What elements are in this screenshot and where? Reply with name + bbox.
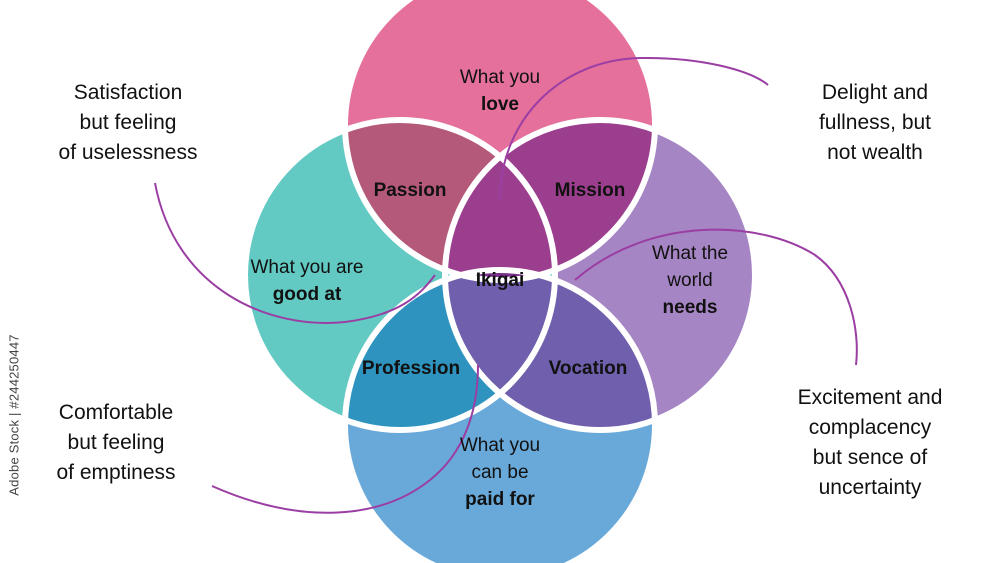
zone-label-mission: Mission (554, 180, 626, 201)
note-delight-line-3: not wealth (827, 141, 923, 164)
note-comfortable-line-1: Comfortable (58, 401, 174, 424)
label-what-the-world-needs: What the world needs (630, 240, 750, 321)
connector-profession-curve (211, 364, 479, 514)
zone-label-ikigai: Ikigai (475, 270, 525, 291)
note-satisfaction-line-2: but feeling (79, 111, 177, 134)
label-what-you-can-be-paid-for: What you can be paid for (430, 432, 570, 513)
note-excitement-line-2: complacency (808, 416, 932, 439)
connector-vocation-curve (574, 228, 858, 366)
paid-line-2: can be (471, 462, 529, 483)
zone-label-profession: Profession (361, 358, 461, 379)
connector-mission-curve (499, 56, 769, 201)
circle-outlines (242, 0, 758, 563)
note-excitement-line-4: uncertainty (818, 476, 922, 499)
needs-line-3: needs (662, 297, 718, 318)
note-comfortable-line-3: of emptiness (56, 461, 176, 484)
stock-credit-text: Adobe Stock | #244250447 (6, 334, 22, 496)
note-comfortable-line-2: but feeling (67, 431, 165, 454)
stock-credit: Adobe Stock | #244250447 (4, 270, 24, 560)
note-comfortable: Comfortable but feeling of emptiness (36, 398, 196, 488)
note-excitement-line-1: Excitement and (797, 386, 943, 409)
zone-label-vocation: Vocation (548, 358, 628, 379)
paid-line-1: What you (459, 435, 541, 456)
connector-passion-curve (154, 182, 436, 324)
note-satisfaction-line-1: Satisfaction (73, 81, 183, 104)
note-excitement: Excitement and complacency but sence of … (782, 383, 958, 503)
good-at-line-2: good at (272, 284, 342, 305)
needs-line-2: world (667, 270, 713, 291)
love-line-1: What you (459, 67, 541, 88)
zone-label-passion: Passion (373, 180, 447, 201)
label-what-you-are-good-at: What you are good at (232, 254, 382, 308)
label-what-you-love: What you love (420, 64, 580, 118)
note-satisfaction: Satisfaction but feeling of uselessness (48, 78, 208, 168)
note-delight-line-1: Delight and (821, 81, 929, 104)
note-delight: Delight and fullness, but not wealth (795, 78, 955, 168)
note-excitement-line-3: but sence of (812, 446, 928, 469)
needs-line-1: What the (651, 243, 729, 264)
note-satisfaction-line-3: of uselessness (58, 141, 198, 164)
good-at-line-1: What you are (250, 257, 364, 278)
paid-line-3: paid for (465, 489, 535, 510)
love-line-2: love (480, 94, 520, 115)
note-delight-line-2: fullness, but (818, 111, 932, 134)
